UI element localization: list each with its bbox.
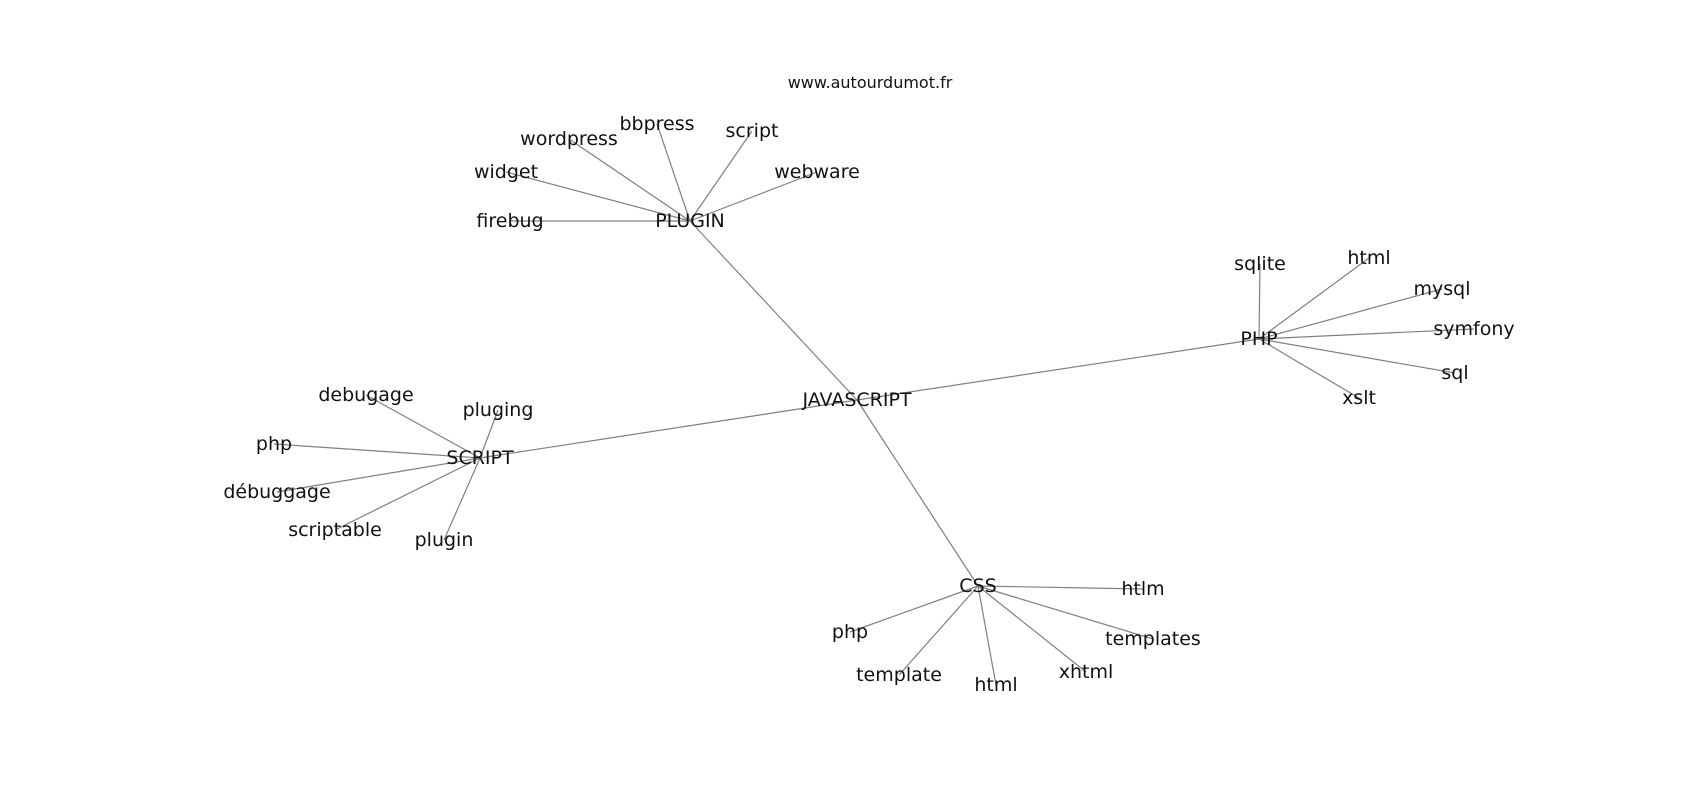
edge-hub-2-leaf-1 bbox=[479, 409, 499, 459]
leaf-node-label-2-2: php bbox=[256, 433, 292, 455]
leaf-node-label-3-1: template bbox=[856, 664, 942, 686]
leaf-node-label-1-1: html bbox=[1347, 247, 1390, 269]
leaf-node-label-0-1: widget bbox=[474, 161, 538, 183]
center-node-label: JAVASCRIPT bbox=[801, 389, 911, 411]
edge-hub-1-leaf-2 bbox=[1258, 288, 1443, 340]
leaf-node-label-2-5: plugin bbox=[415, 529, 474, 551]
edge-hub-2-leaf-3 bbox=[276, 457, 481, 493]
leaf-node-label-2-4: scriptable bbox=[288, 519, 382, 541]
edge-hub-1-leaf-0 bbox=[1258, 263, 1261, 340]
edge-hub-1-leaf-1 bbox=[1258, 257, 1370, 340]
edge-hub-3-leaf-5 bbox=[977, 585, 1144, 590]
leaf-node-label-1-4: sql bbox=[1441, 362, 1468, 384]
leaf-node-label-2-0: debugage bbox=[318, 384, 413, 406]
edge-hub-0-leaf-3 bbox=[656, 123, 691, 222]
edge-hub-1-leaf-5 bbox=[1258, 338, 1360, 399]
edge-hub-2-leaf-0 bbox=[365, 394, 481, 459]
leaf-node-label-2-1: pluging bbox=[463, 399, 534, 421]
edge-hub-2-leaf-4 bbox=[334, 457, 481, 531]
edges-layer bbox=[273, 123, 1475, 686]
leaf-node-label-3-3: xhtml bbox=[1059, 661, 1114, 683]
edge-hub-3-leaf-4 bbox=[977, 585, 1154, 640]
leaf-node-label-1-2: mysql bbox=[1414, 278, 1471, 300]
leaf-node-label-0-4: script bbox=[726, 120, 779, 142]
edge-hub-2-leaf-2 bbox=[273, 443, 481, 459]
leaf-node-label-0-5: webware bbox=[774, 161, 860, 183]
hub-node-label-2: SCRIPT bbox=[446, 447, 514, 469]
leaf-node-label-0-2: wordpress bbox=[520, 128, 618, 150]
leaf-node-label-0-3: bbpress bbox=[619, 113, 694, 135]
labels-layer: JAVASCRIPT PLUGIN firebug widget wordpressbb… bbox=[223, 113, 1514, 696]
edge-hub-2-leaf-5 bbox=[443, 457, 481, 541]
edge-hub-3-leaf-1 bbox=[898, 585, 979, 676]
leaf-node-label-1-5: xslt bbox=[1342, 387, 1376, 409]
edge-hub-1-leaf-3 bbox=[1258, 328, 1475, 340]
leaf-node-label-3-0: php bbox=[832, 621, 868, 643]
edge-center-to-hub-3 bbox=[856, 399, 979, 587]
edge-hub-3-leaf-0 bbox=[849, 585, 979, 633]
leaf-node-label-3-4: templates bbox=[1105, 628, 1201, 650]
edge-hub-3-leaf-3 bbox=[977, 585, 1087, 673]
edge-hub-0-leaf-1 bbox=[505, 171, 691, 222]
edge-hub-0-leaf-4 bbox=[689, 130, 753, 222]
leaf-node-label-3-2: html bbox=[974, 674, 1017, 696]
edge-hub-0-leaf-2 bbox=[568, 138, 691, 222]
leaf-node-label-1-0: sqlite bbox=[1234, 253, 1286, 275]
leaf-node-label-3-5: htlm bbox=[1121, 578, 1164, 600]
edge-center-to-hub-1 bbox=[856, 338, 1260, 401]
edge-hub-0-leaf-5 bbox=[689, 171, 818, 222]
leaf-node-label-1-3: symfony bbox=[1433, 318, 1514, 340]
edge-hub-1-leaf-4 bbox=[1258, 338, 1456, 374]
leaf-node-label-2-3: débuggage bbox=[223, 481, 330, 503]
hub-node-label-0: PLUGIN bbox=[655, 210, 725, 232]
hub-node-label-3: CSS bbox=[959, 575, 996, 597]
edge-center-to-hub-0 bbox=[689, 220, 858, 401]
site-label: www.autourdumot.fr bbox=[788, 73, 953, 92]
edge-hub-3-leaf-2 bbox=[977, 585, 997, 686]
edge-center-to-hub-2 bbox=[479, 399, 858, 459]
leaf-node-label-0-0: firebug bbox=[476, 210, 543, 232]
hub-node-label-1: PHP bbox=[1240, 328, 1277, 350]
